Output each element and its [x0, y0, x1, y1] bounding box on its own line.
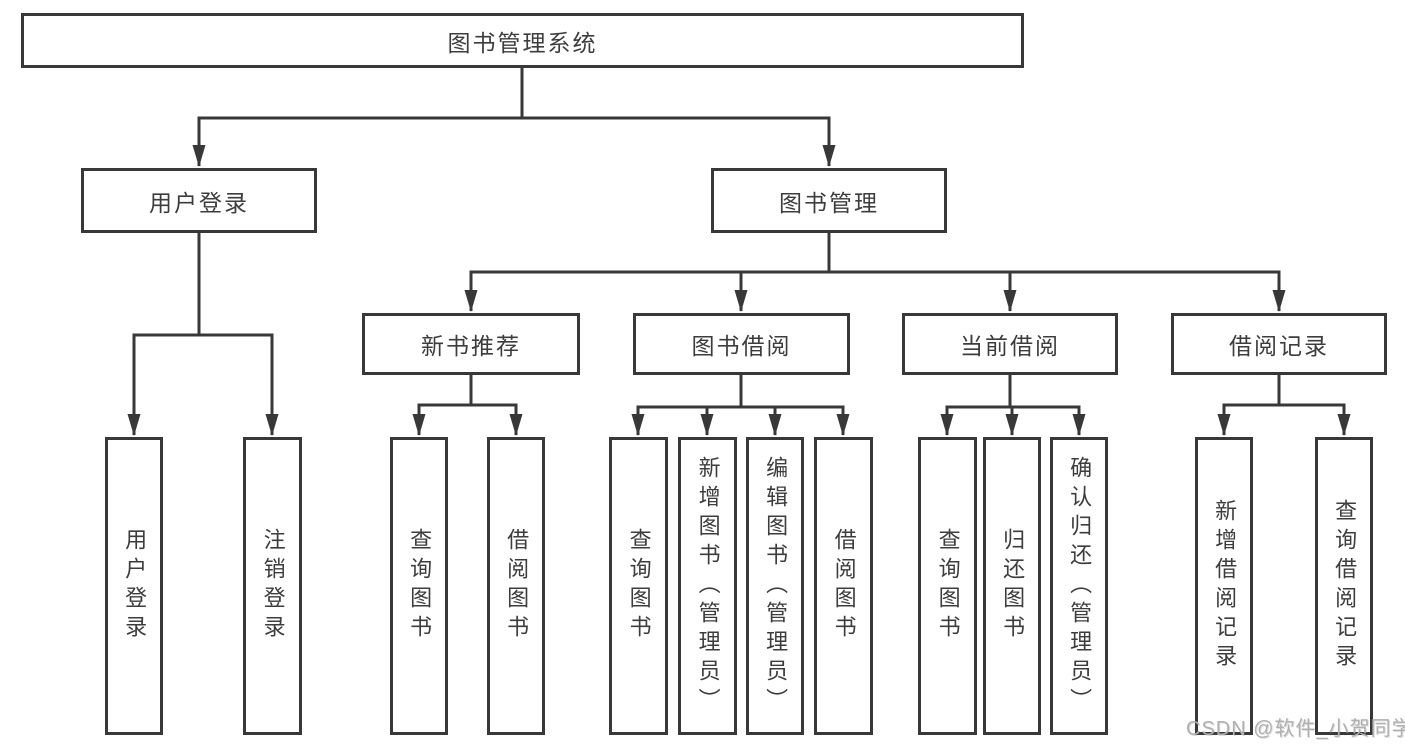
leaf-query-books-borrow: 查询图书 — [609, 437, 668, 735]
node-user-login: 用户登录 — [81, 168, 317, 233]
leaf-add-book-admin-label: 新增图书（管理员） — [695, 455, 721, 717]
leaf-confirm-return-admin-label: 确认归还（管理员） — [1067, 455, 1093, 717]
leaf-add-borrow-record-label: 新增借阅记录 — [1212, 499, 1238, 673]
connector-root-stem — [197, 68, 831, 120]
leaf-logout-login-label: 注销登录 — [260, 528, 286, 644]
leaf-user-login-label: 用户登录 — [122, 528, 148, 644]
leaf-query-borrow-record: 查询借阅记录 — [1315, 437, 1373, 735]
leaf-edit-book-admin-label: 编辑图书（管理员） — [763, 455, 789, 717]
leaf-query-books-recommend: 查询图书 — [390, 437, 448, 735]
connector-current-borrow-stem — [945, 375, 1081, 409]
leaf-query-books-recommend-label: 查询图书 — [407, 528, 433, 644]
node-borrow-records: 借阅记录 — [1171, 313, 1387, 375]
leaf-return-books: 归还图书 — [983, 437, 1041, 735]
leaf-edit-book-admin: 编辑图书（管理员） — [746, 437, 804, 735]
leaf-user-login: 用户登录 — [105, 437, 163, 735]
leaf-add-borrow-record: 新增借阅记录 — [1195, 437, 1253, 735]
leaf-borrow-books-recommend: 借阅图书 — [487, 437, 545, 735]
leaf-borrow-books-recommend-label: 借阅图书 — [504, 528, 530, 644]
leaf-confirm-return-admin: 确认归还（管理员） — [1050, 437, 1108, 735]
leaf-query-borrow-record-label: 查询借阅记录 — [1332, 499, 1358, 673]
node-book-borrow: 图书借阅 — [633, 313, 850, 375]
node-current-borrow: 当前借阅 — [902, 313, 1118, 375]
leaf-query-books-borrow-label: 查询图书 — [626, 528, 652, 644]
leaf-borrow-books: 借阅图书 — [814, 437, 873, 735]
node-book-management: 图书管理 — [711, 168, 947, 233]
leaf-borrow-books-label: 借阅图书 — [831, 528, 857, 644]
connector-book-borrow-stem — [636, 375, 845, 409]
leaf-query-books-current: 查询图书 — [918, 437, 977, 735]
connector-borrow-records-stem — [1222, 375, 1346, 407]
leaf-return-books-label: 归还图书 — [1000, 528, 1026, 644]
leaf-query-books-current-label: 查询图书 — [935, 528, 961, 644]
leaf-logout-login: 注销登录 — [243, 437, 302, 735]
connector-book-management-stem — [469, 233, 1281, 274]
connector-new-book-stem — [417, 375, 518, 407]
node-root: 图书管理系统 — [21, 13, 1024, 68]
leaf-add-book-admin: 新增图书（管理员） — [678, 437, 737, 735]
csdn-watermark: CSDN @软件_小贺同学 — [1186, 718, 1405, 740]
connector-user-login-stem — [132, 233, 274, 337]
node-new-book-recommend: 新书推荐 — [362, 313, 580, 375]
